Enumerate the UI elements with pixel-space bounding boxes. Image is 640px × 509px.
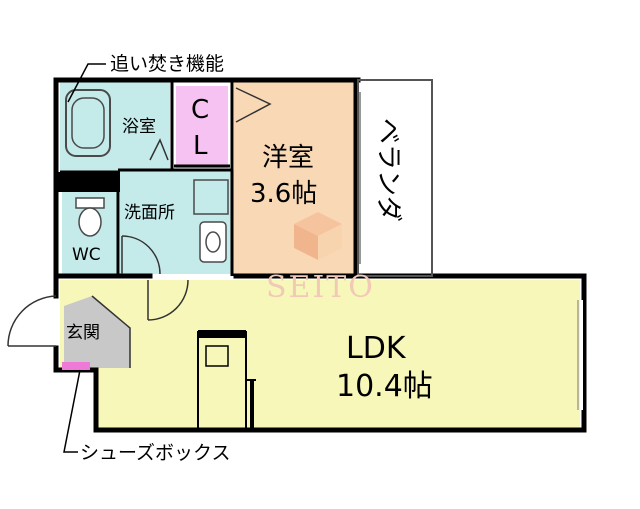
- bathtub: [65, 89, 111, 157]
- watermark: SEITO: [266, 270, 375, 305]
- ldk-name: LDK: [346, 331, 407, 366]
- watermark-logo: [294, 212, 342, 260]
- pipe-shaft: [58, 172, 120, 192]
- entrance-label: 玄関: [66, 323, 100, 343]
- western-room-name: 洋室: [262, 143, 314, 173]
- veranda-outline: [357, 79, 433, 277]
- bathtub-inner: [71, 97, 105, 149]
- veranda-fill: [358, 80, 432, 276]
- bathroom-label: 浴室: [122, 117, 156, 137]
- toilet-bowl: [78, 207, 102, 237]
- doors: [7, 87, 272, 368]
- closet-fill: [176, 86, 228, 168]
- washbasin-bowl: [205, 231, 221, 253]
- closet-c-label: C: [191, 95, 209, 125]
- ldk-fill: [60, 280, 580, 430]
- shoe-box: [62, 362, 90, 370]
- washbasin: [199, 221, 227, 263]
- entrance-fill: [64, 296, 130, 368]
- reheat-bath-callout: 追い焚き機能: [110, 53, 224, 75]
- washer-space: [193, 179, 229, 215]
- toilet-tank: [75, 197, 105, 209]
- washroom-label: 洗面所: [124, 203, 175, 223]
- western-room-size: 3.6帖: [250, 179, 317, 209]
- ldk-size: 10.4帖: [336, 369, 433, 404]
- kitchen-top: [198, 330, 246, 338]
- toilet-label: WC: [72, 245, 101, 265]
- bathroom-fill: [60, 80, 170, 176]
- veranda-label: ベランダ: [373, 118, 403, 222]
- closet-l-label: L: [193, 131, 208, 161]
- kitchen-sink: [205, 345, 229, 367]
- callout-leaders: [63, 63, 106, 453]
- shoe-box-callout: シューズボックス: [80, 442, 230, 464]
